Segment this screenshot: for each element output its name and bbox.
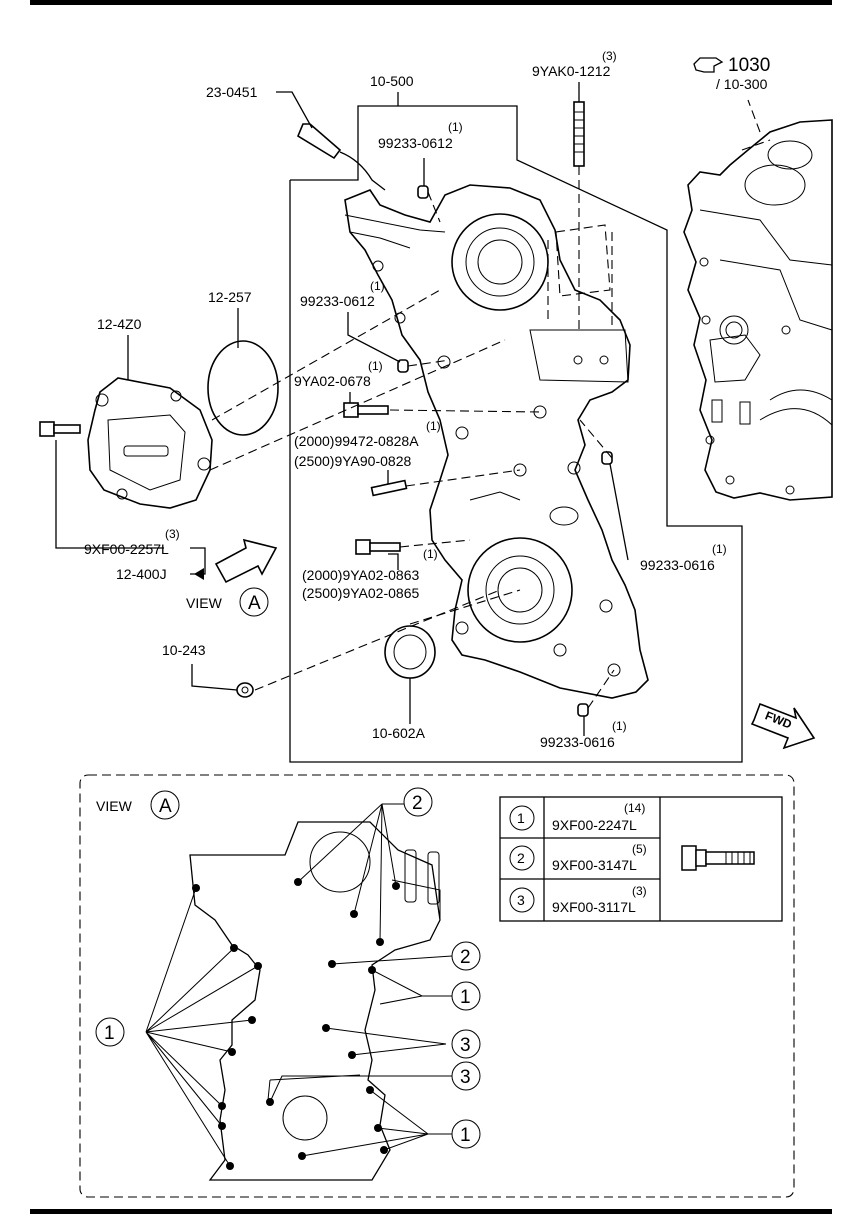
view-letter-label: A [248,593,261,614]
gasket-drawing [207,340,279,436]
view-arrow-icon [214,538,278,584]
callout-2: 2 [460,947,471,968]
dowel-pin-drawing [601,451,613,465]
bolt-table-qty: (14) [624,801,645,815]
label-12-257: 12-257 [208,289,252,305]
bolt-table: 1 (14) 9XF00-2247L 2 (5) 9XF00-3147L 3 (… [499,796,783,922]
stud-drawing [573,101,585,167]
callout-1: 1 [460,987,471,1008]
view-word-label: VIEW [186,595,223,611]
front-cover-group-outline [289,105,743,763]
label-99233-0616-a: 99233-0616 [640,557,715,573]
ref-main-label: 1030 [728,55,770,76]
view-a-callouts: 1 2 2 1 3 3 1 [95,787,481,1149]
label-9xf00-2257l: 9XF00-2257L [84,541,169,557]
qty-99233-0612-a: (1) [448,120,463,134]
inset-view-letter-label: A [159,796,172,817]
qty-9xf00-2257l: (3) [165,527,180,541]
assembly-lines [209,99,771,709]
bolt-table-qty: (3) [632,884,647,898]
label-99233-0616-b: 99233-0616 [540,734,615,750]
part-labels: 23-0451 10-500 (3) 9YAK0-1212 (1) 99233-… [84,49,727,750]
bolt-table-part: 9XF00-3147L [552,857,637,873]
view-a-bolt-points [192,878,400,1170]
label-99233-0612-b: 99233-0612 [300,293,375,309]
bolt-table-row: 3 (3) 9XF00-3117L [509,884,647,915]
callout-2: 2 [412,793,423,814]
view-a-callout-leaders [145,803,453,1167]
reference-1030: 1030 / 10-300 [693,55,770,92]
label-2000-99472: (2000)99472-0828A [294,433,419,449]
dowel-pin-drawing [417,185,429,199]
bolt-drawing [343,402,389,418]
label-9yak0-1212: 9YAK0-1212 [532,63,611,79]
label-9ya02-0678: 9YA02-0678 [294,373,371,389]
label-2500-9ya90: (2500)9YA90-0828 [294,453,411,469]
bolt-table-part: 9XF00-2247L [552,817,637,833]
bottom-border-bar [30,1209,832,1214]
fwd-arrow-icon [750,702,816,750]
callout-1: 1 [104,1023,115,1044]
qty-99233-0616-b: (1) [612,719,627,733]
ref-sub-label: / 10-300 [716,76,768,92]
pointing-hand-icon [693,57,724,73]
label-12-400j: 12-400J [116,566,167,582]
label-12-4z0: 12-4Z0 [97,316,142,332]
qty-9yak0-1212: (3) [602,49,617,63]
label-23-0451: 23-0451 [206,84,258,100]
oil-seal-drawing [384,625,436,679]
bolt-drawing [39,421,81,437]
bolt-table-part: 9XF00-3117L [552,899,636,915]
bolt-table-qty: (5) [632,842,647,856]
bolt-table-row: 1 (14) 9XF00-2247L [509,801,645,833]
inset-view-word-label: VIEW [96,798,133,814]
label-10-243: 10-243 [162,642,206,658]
view-a-marker: VIEW A [186,538,278,617]
bolt-drawing [355,539,401,555]
label-10-500: 10-500 [370,73,414,89]
label-99233-0612-a: 99233-0612 [378,135,453,151]
label-10-602a: 10-602A [372,725,426,741]
callout-3: 3 [460,1067,471,1088]
label-2000-9ya02-0863: (2000)9YA02-0863 [302,567,419,583]
top-border-bar [30,0,832,5]
cylinder-block-drawing [683,119,833,501]
view-a-inset-frame [79,774,795,1198]
vacuum-pump-drawing [87,377,213,509]
fwd-arrow: FWD [750,702,816,750]
sensor-drawing [296,123,386,191]
pin-drawing [370,479,408,497]
arrowhead [194,568,204,580]
washer-drawing [236,682,254,698]
qty-99233-0616-a: (1) [712,542,727,556]
dowel-pin-drawing [577,703,589,717]
qty-99233-0612-b: (1) [370,279,385,293]
bolt-table-row: 2 (5) 9XF00-3147L [509,842,647,873]
callout-1: 1 [460,1125,471,1146]
bolt-table-key: 1 [517,810,525,826]
qty-2000-99472: (1) [426,419,441,433]
bolt-table-key: 2 [517,850,525,866]
flange-bolt-icon [681,845,755,871]
view-a-cover-outline [189,821,441,1181]
label-2500-9ya02-0865: (2500)9YA02-0865 [302,585,419,601]
qty-9ya02-0678: (1) [368,359,383,373]
callout-3: 3 [460,1035,471,1056]
qty-2000-9ya02-0863: (1) [423,547,438,561]
bolt-table-key: 3 [517,892,525,908]
leader-lines [55,82,629,736]
